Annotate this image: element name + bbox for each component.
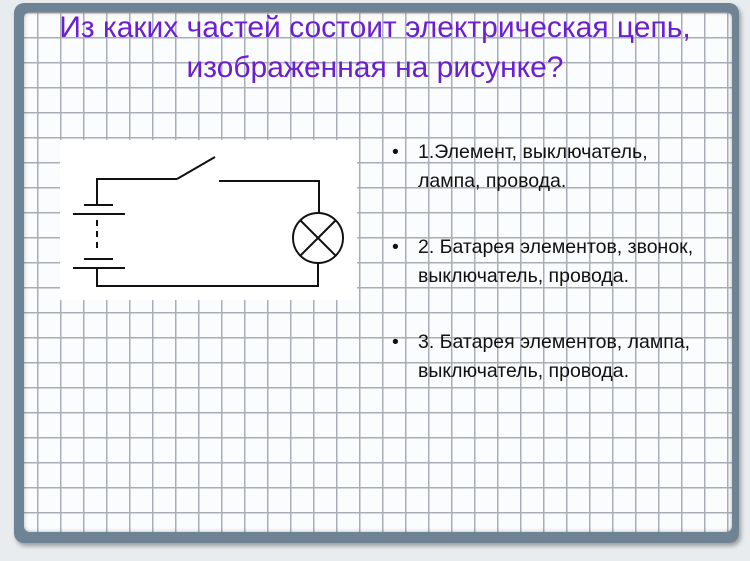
slide-title: Из каких частей состоит электрическая це… (59, 11, 691, 84)
answer-text: 3. Батарея элементов, лампа, выключатель… (418, 331, 691, 382)
answer-options: • 1.Элемент, выключатель, лампа, провода.… (388, 138, 708, 423)
lamp-icon (292, 212, 344, 264)
answer-option: • 3. Батарея элементов, лампа, выключател… (388, 328, 708, 386)
circuit-diagram (60, 140, 357, 300)
bullet: • (392, 331, 399, 353)
bullet: • (392, 141, 399, 163)
bullet: • (392, 236, 399, 258)
answer-option: • 2. Батарея элементов, звонок, выключате… (388, 233, 708, 291)
wires (96, 178, 320, 287)
battery-icon (73, 204, 125, 269)
answer-text: 2. Батарея элементов, звонок, выключател… (418, 236, 694, 287)
answer-text: 1.Элемент, выключатель, лампа, провода. (418, 141, 648, 192)
switch-icon (176, 156, 216, 180)
answer-option: • 1.Элемент, выключатель, лампа, провода. (388, 138, 708, 196)
